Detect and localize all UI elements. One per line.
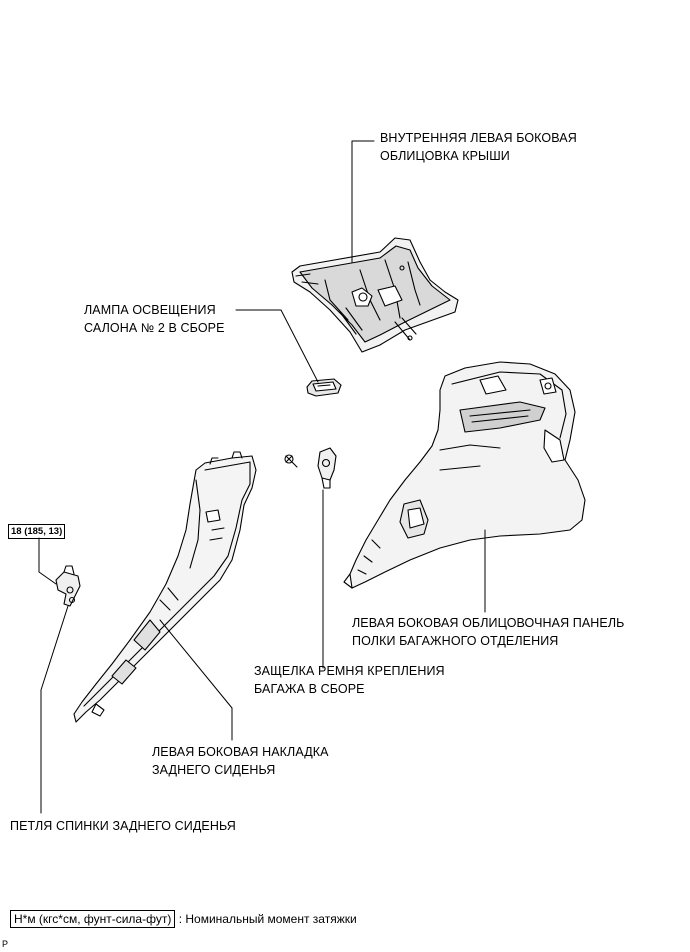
- label-rear-seat-side-garnish: ЛЕВАЯ БОКОВАЯ НАКЛАДКА ЗАДНЕГО СИДЕНЬЯ: [152, 745, 329, 777]
- deck-trim-side-panel-part: [343, 361, 586, 589]
- belt-hook-part: [317, 447, 337, 489]
- label-roof-side-inner-garnish: ВНУТРЕННЯЯ ЛЕВАЯ БОКОВАЯ ОБЛИЦОВКА КРЫШИ: [380, 131, 577, 163]
- torque-legend-unit: Н*м (кгс*см, фунт-сила-фут): [10, 910, 176, 928]
- room-lamp-part: [306, 378, 342, 397]
- torque-legend: Н*м (кгс*см, фунт-сила-фут) : Номинальны…: [10, 910, 357, 928]
- label-luggage-belt-hook: ЗАЩЕЛКА РЕМНЯ КРЕПЛЕНИЯ БАГАЖА В СБОРЕ: [254, 664, 445, 696]
- corner-code: P: [2, 939, 9, 949]
- roof-side-garnish-part: [291, 237, 459, 353]
- torque-legend-text: : Номинальный момент затяжки: [178, 912, 357, 926]
- leader-lines: [38, 140, 486, 814]
- rear-seat-side-garnish-part: [73, 451, 257, 723]
- label-room-lamp: ЛАМПА ОСВЕЩЕНИЯ САЛОНА № 2 В СБОРЕ: [84, 303, 225, 335]
- clip-part: [284, 454, 298, 468]
- label-rear-seatback-hinge: ПЕТЛЯ СПИНКИ ЗАДНЕГО СИДЕНЬЯ: [10, 819, 236, 833]
- label-deck-trim-side-panel: ЛЕВАЯ БОКОВАЯ ОБЛИЦОВОЧНАЯ ПАНЕЛЬ ПОЛКИ …: [352, 616, 625, 648]
- seatback-hinge-part: [55, 565, 81, 607]
- torque-spec-box: 18 (185, 13): [8, 524, 66, 539]
